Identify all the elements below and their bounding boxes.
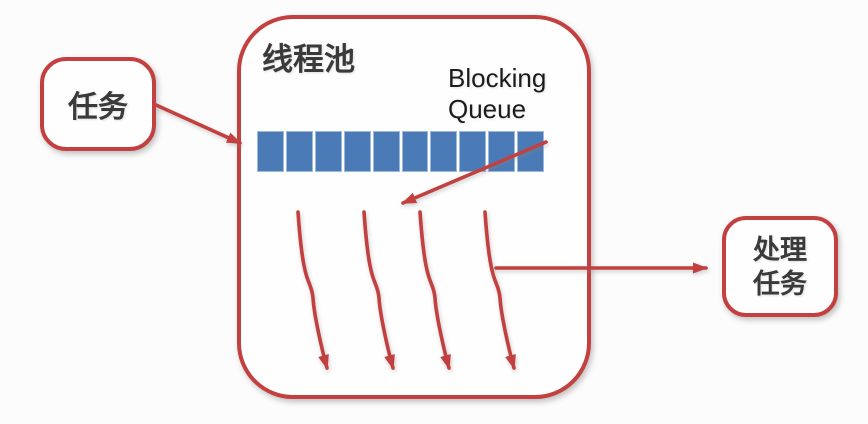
blocking-queue-label: Blocking Queue	[448, 63, 547, 124]
task-to-queue-arrow	[154, 103, 242, 145]
queue-cell	[430, 131, 458, 172]
queue-cell	[401, 131, 429, 172]
queue-cell	[517, 131, 545, 172]
task-box: 任务	[40, 57, 156, 151]
process-task-label: 处理 任务	[753, 234, 807, 299]
queue-cell	[285, 131, 313, 172]
blocking-queue	[257, 131, 545, 172]
queue-cell	[372, 131, 400, 172]
queue-cell	[343, 131, 371, 172]
task-box-label: 任务	[68, 91, 128, 124]
thread-pool-title: 线程池	[262, 42, 355, 77]
process-task-box: 处理 任务	[722, 216, 838, 317]
queue-cell	[488, 131, 516, 172]
queue-cell	[314, 131, 342, 172]
queue-cell	[459, 131, 487, 172]
thread-pool-box: 线程池 Blocking Queue	[237, 15, 591, 399]
queue-cell	[257, 131, 284, 172]
